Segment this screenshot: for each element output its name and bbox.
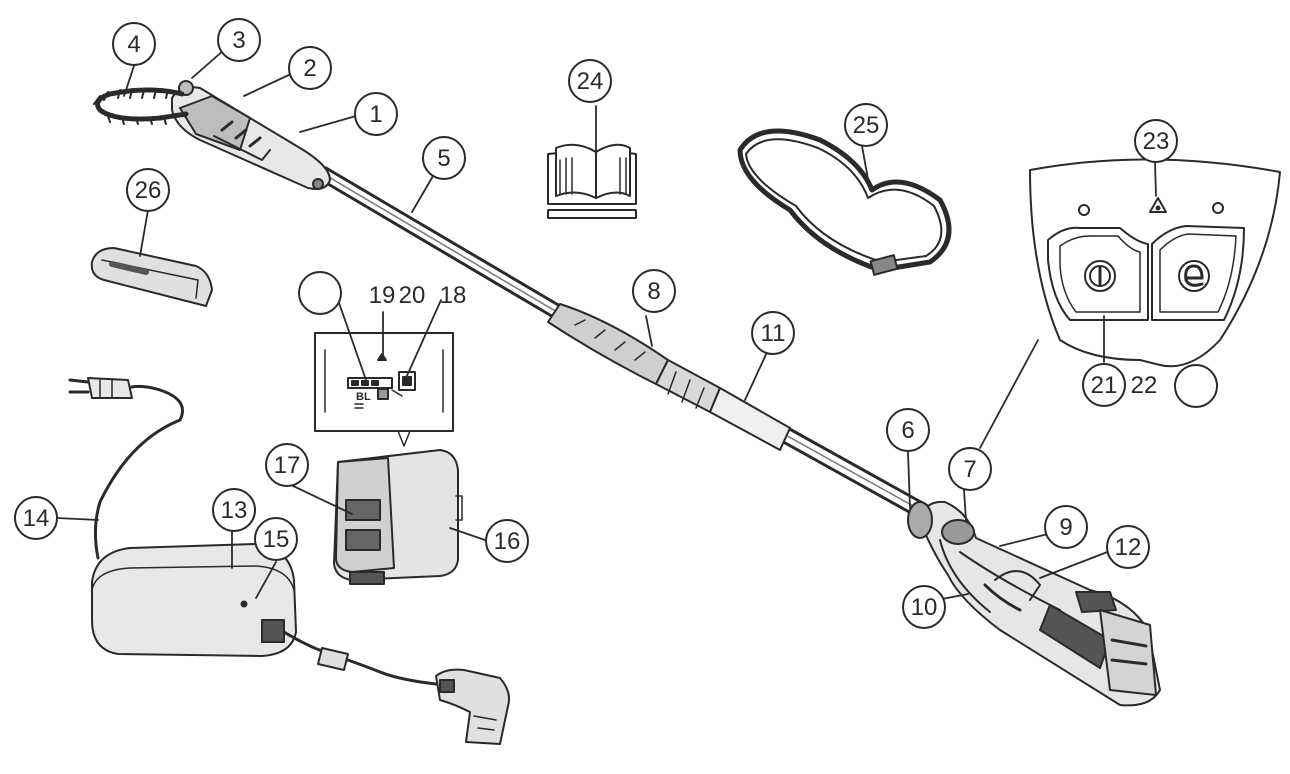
leader-lines <box>56 49 1157 605</box>
callout-26: 26 <box>135 177 162 204</box>
battery-detail-box <box>314 332 454 432</box>
callout-15: 15 <box>263 526 290 553</box>
callout-18: 18 <box>440 282 467 309</box>
callout-13: 13 <box>221 497 248 524</box>
callout-17: 17 <box>274 452 301 479</box>
callout-19: 19 <box>369 282 396 309</box>
callout-16: 16 <box>494 528 521 555</box>
callout-8: 8 <box>647 278 660 305</box>
callout-circle-10 <box>902 585 946 629</box>
power-cord <box>93 384 184 560</box>
control-panel <box>1029 158 1281 368</box>
callout-20: 20 <box>399 282 426 309</box>
inner-pole-section <box>709 387 791 451</box>
callout-3: 3 <box>232 27 245 54</box>
plug-icon <box>68 377 133 399</box>
rear-handle <box>919 500 1161 707</box>
battery-pack <box>333 449 463 585</box>
callout-circle-21 <box>1082 363 1126 407</box>
callout-22: 22 <box>1131 372 1158 399</box>
callout-circle-12 <box>1106 525 1150 569</box>
callout-5: 5 <box>437 145 450 172</box>
warning-icon <box>1149 197 1167 213</box>
callout-circle-9 <box>1044 505 1088 549</box>
callout-14: 14 <box>23 505 50 532</box>
callout-12: 12 <box>1115 534 1142 561</box>
bl-label: BL <box>356 391 371 403</box>
callout-circle-16 <box>485 519 529 563</box>
callout-circle-3 <box>217 18 261 62</box>
power-icon <box>1084 260 1116 292</box>
callout-21: 21 <box>1091 372 1118 399</box>
shoulder-strap <box>737 128 952 276</box>
callout-circle-25 <box>844 103 888 147</box>
open-book-icon <box>547 143 637 219</box>
callout-2: 2 <box>303 55 316 82</box>
trigger <box>983 583 1022 612</box>
callout-4: 4 <box>127 31 140 58</box>
callout-10: 10 <box>911 594 938 621</box>
callout-circle-2 <box>288 46 332 90</box>
callout-6: 6 <box>901 417 914 444</box>
front-grip <box>547 303 669 385</box>
charger-connector <box>435 668 510 745</box>
callout-circle-6 <box>886 408 930 452</box>
saw-chain <box>93 87 189 125</box>
callout-7: 7 <box>963 456 976 483</box>
callout-1: 1 <box>369 101 382 128</box>
callout-circle-24 <box>568 59 612 103</box>
callout-circle-blank-left <box>298 271 342 315</box>
callout-circle-8 <box>632 269 676 313</box>
charger-cable <box>282 630 438 686</box>
callout-circle-7 <box>948 447 992 491</box>
callout-circle-13 <box>212 488 256 532</box>
strap-ring <box>907 501 933 539</box>
saw-head <box>171 80 331 190</box>
callout-circle-11 <box>751 311 795 355</box>
callout-25: 25 <box>853 112 880 139</box>
callout-23: 23 <box>1143 128 1170 155</box>
callout-circle-1 <box>354 92 398 136</box>
telescopic-collar <box>655 359 721 413</box>
callout-circle-23 <box>1134 119 1178 163</box>
callout-circle-26 <box>126 168 170 212</box>
eco-mode-icon <box>1178 260 1210 292</box>
chain-guard <box>90 247 213 307</box>
callout-circle-5 <box>422 136 466 180</box>
callout-circle-17 <box>265 443 309 487</box>
callout-9: 9 <box>1059 514 1072 541</box>
callout-circle-4 <box>112 22 156 66</box>
callout-circle-14 <box>14 496 58 540</box>
callout-circle-blank-right <box>1174 364 1218 408</box>
callout-11: 11 <box>761 320 786 347</box>
callout-circle-15 <box>254 517 298 561</box>
callout-24: 24 <box>577 68 604 95</box>
charger <box>91 543 297 657</box>
